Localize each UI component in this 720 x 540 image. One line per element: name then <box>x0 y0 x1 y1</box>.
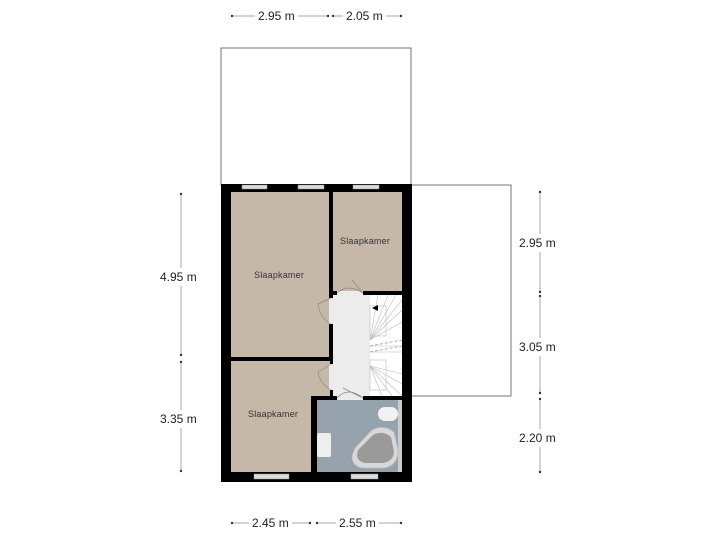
hallway <box>333 295 370 396</box>
bedroom-small <box>333 192 402 291</box>
bedroom-large <box>231 192 329 357</box>
dim-top-left: 2.95 m <box>255 9 298 23</box>
room-label-bedroom-large: Slaapkamer <box>254 270 305 280</box>
dim-right-top: 2.95 m <box>519 234 556 252</box>
room-label-bedroom-bottom: Slaapkamer <box>248 409 299 419</box>
dimension-ticks <box>179 14 542 525</box>
dim-left-bottom: 3.35 m <box>160 410 197 428</box>
stairs-cut-line <box>369 339 403 353</box>
door-swings <box>317 279 364 399</box>
bedroom-bottom <box>231 361 311 472</box>
dim-bottom-left: 2.45 m <box>249 516 292 530</box>
dim-bottom-right: 2.55 m <box>336 516 379 530</box>
right-annex-outline <box>410 184 512 397</box>
dim-right-bottom: 2.20 m <box>519 429 556 447</box>
stairs-arrow-icon <box>372 305 378 311</box>
dim-top-right: 2.05 m <box>343 9 386 23</box>
windows <box>241 184 380 480</box>
room-label-bedroom-small: Slaapkamer <box>340 236 391 246</box>
top-annex-outline <box>220 47 412 186</box>
dim-right-middle: 3.05 m <box>519 338 556 356</box>
sink-icon <box>317 433 331 457</box>
dim-left-top: 4.95 m <box>160 268 197 286</box>
toilet-icon <box>378 407 398 421</box>
